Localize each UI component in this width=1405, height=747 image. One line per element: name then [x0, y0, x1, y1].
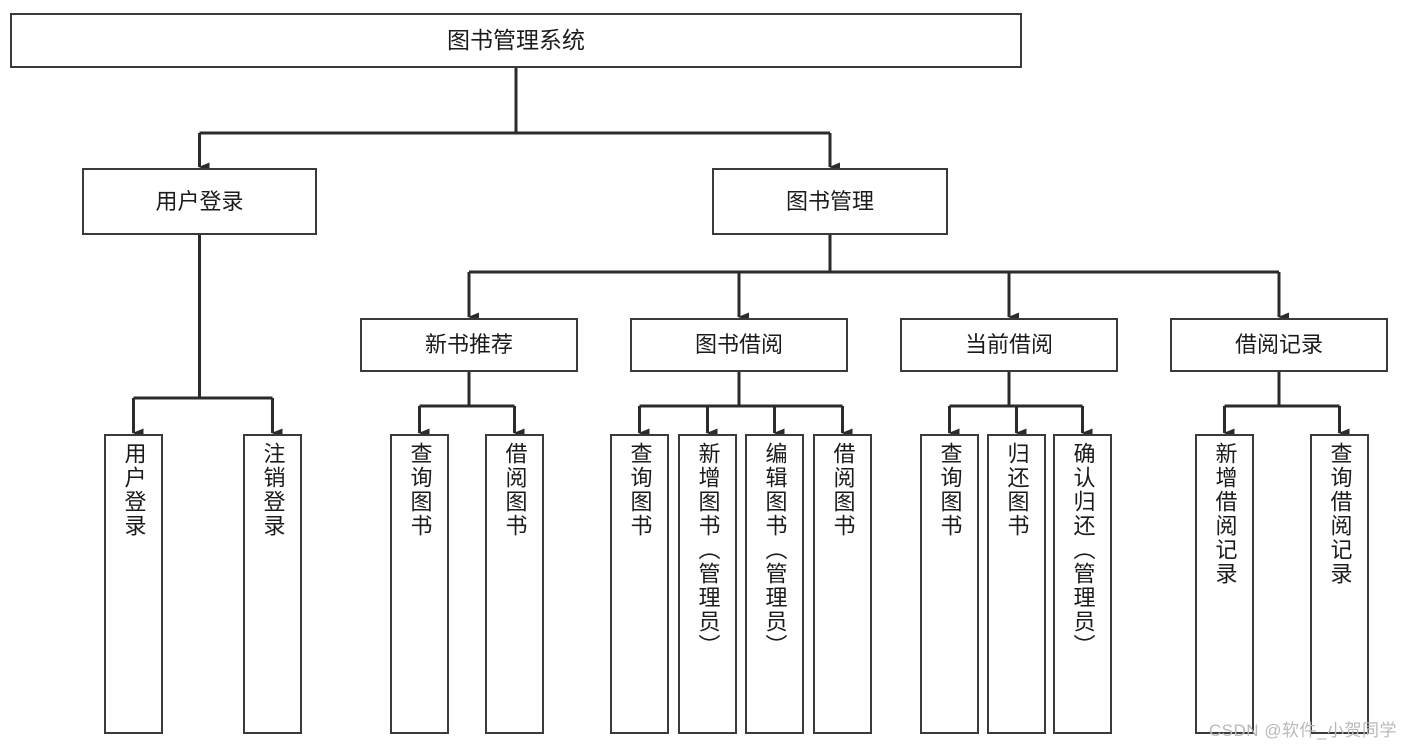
node-leaf-rc-query[interactable]: 查询借阅记录 [1310, 434, 1369, 734]
node-label: 查询借阅记录 [1327, 442, 1353, 586]
node-label: 借阅记录 [1234, 332, 1323, 358]
node-leaf-cu-confirm[interactable]: 确认归还（管理员） [1053, 434, 1112, 734]
node-leaf-cu-return[interactable]: 归还图书 [987, 434, 1046, 734]
node-leaf-logout[interactable]: 注销登录 [243, 434, 302, 734]
node-leaf-rc-add[interactable]: 新增借阅记录 [1195, 434, 1254, 734]
node-label: 查询图书 [937, 442, 963, 538]
connector-lines [132, 68, 1350, 438]
node-leaf-bw-borrow[interactable]: 借阅图书 [813, 434, 872, 734]
node-borrow[interactable]: 图书借阅 [630, 318, 848, 372]
node-label: 图书借阅 [694, 332, 783, 358]
node-label: 图书管理系统 [447, 26, 585, 53]
node-label: 新增借阅记录 [1212, 442, 1238, 586]
node-label: 编辑图书（管理员） [762, 442, 788, 658]
node-label: 归还图书 [1004, 442, 1030, 538]
node-label: 当前借阅 [964, 332, 1053, 358]
node-label: 注销登录 [260, 442, 286, 538]
node-label: 查询图书 [407, 442, 433, 538]
node-records[interactable]: 借阅记录 [1170, 318, 1388, 372]
node-bookmgmt[interactable]: 图书管理 [712, 168, 948, 235]
node-leaf-nb-query[interactable]: 查询图书 [390, 434, 449, 734]
node-label: 用户登录 [121, 442, 147, 538]
node-root[interactable]: 图书管理系统 [10, 13, 1022, 68]
node-leaf-login[interactable]: 用户登录 [104, 434, 163, 734]
node-leaf-cu-query[interactable]: 查询图书 [920, 434, 979, 734]
node-login[interactable]: 用户登录 [82, 168, 317, 235]
node-label: 借阅图书 [502, 442, 528, 538]
node-current[interactable]: 当前借阅 [900, 318, 1118, 372]
node-label: 借阅图书 [830, 442, 856, 538]
node-label: 用户登录 [155, 188, 244, 214]
node-leaf-bw-edit[interactable]: 编辑图书（管理员） [745, 434, 804, 734]
node-newbook[interactable]: 新书推荐 [360, 318, 578, 372]
node-label: 新增图书（管理员） [695, 442, 721, 658]
node-leaf-nb-borrow[interactable]: 借阅图书 [485, 434, 544, 734]
node-label: 图书管理 [785, 188, 874, 214]
node-label: 新书推荐 [424, 332, 513, 358]
node-leaf-bw-query[interactable]: 查询图书 [610, 434, 669, 734]
node-label: 查询图书 [627, 442, 653, 538]
node-leaf-bw-add[interactable]: 新增图书（管理员） [678, 434, 737, 734]
node-label: 确认归还（管理员） [1070, 442, 1096, 658]
